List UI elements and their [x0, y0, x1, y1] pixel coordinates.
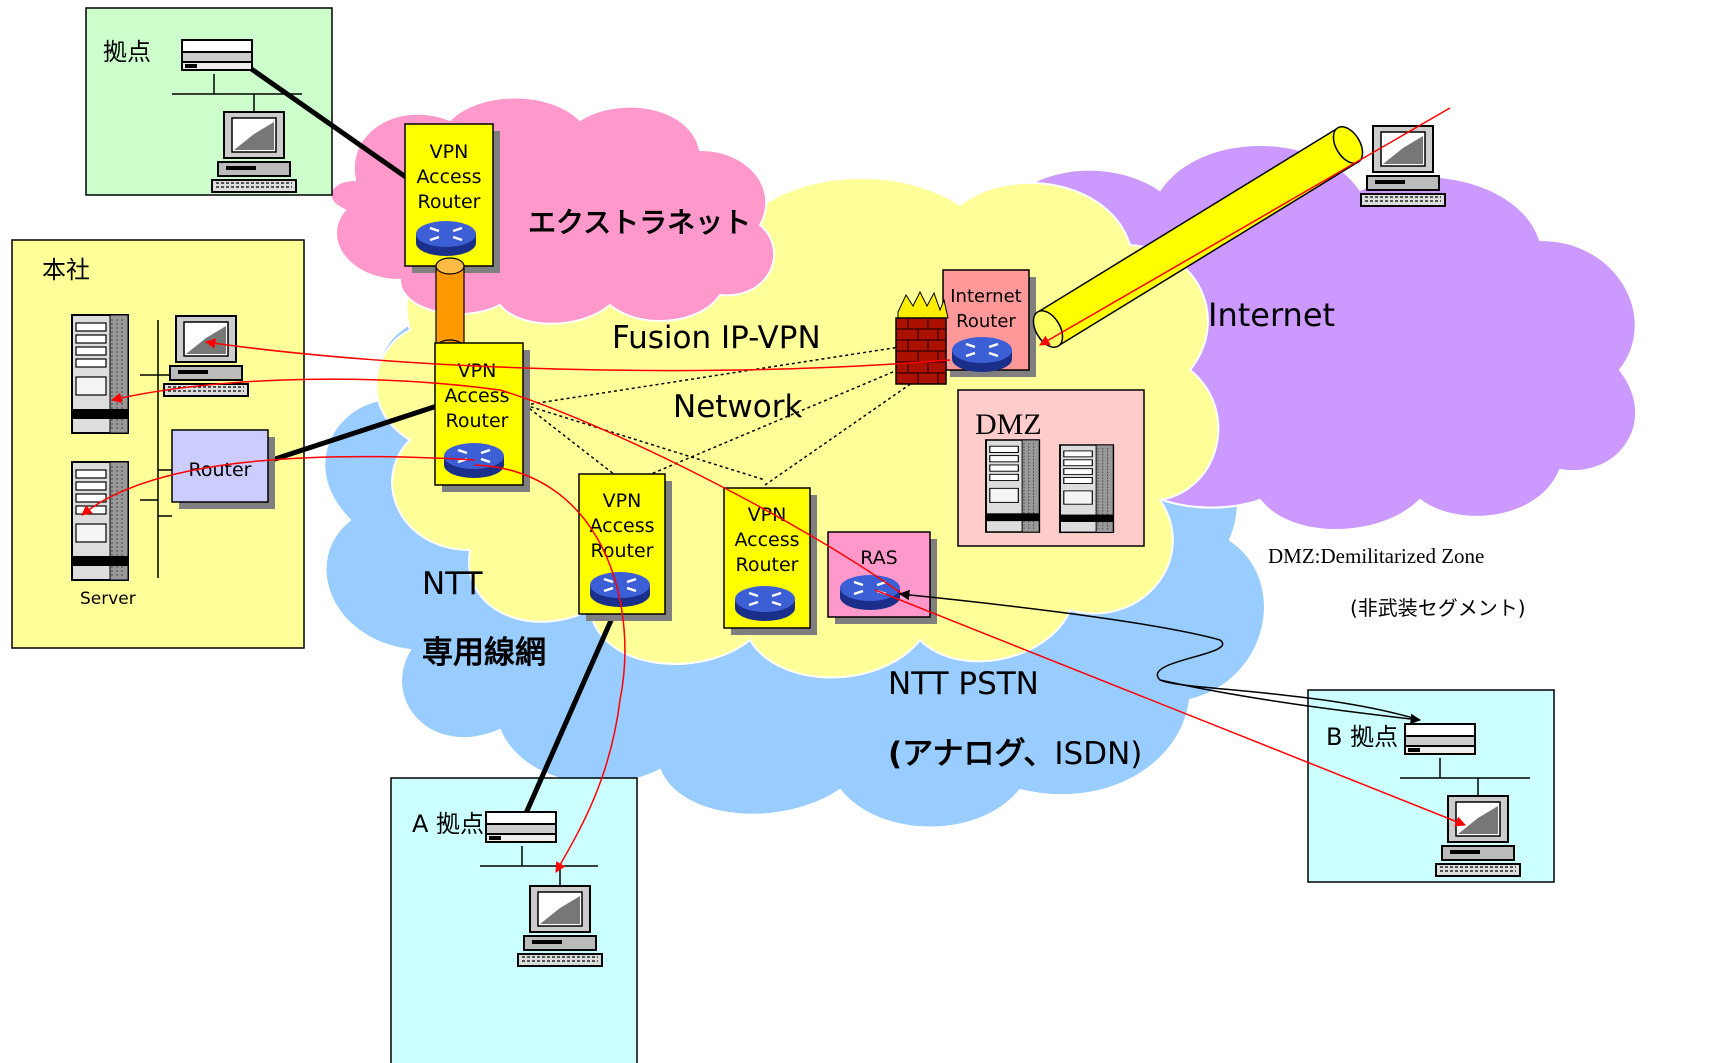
pc-site-b — [1435, 795, 1521, 877]
svg-text:Router: Router — [446, 410, 509, 432]
dmz-definition: DMZ:Demilitarized Zone — [1268, 544, 1484, 568]
server-dmz-2 — [1059, 444, 1115, 534]
server-honsha-2 — [71, 461, 129, 581]
svg-text:Access: Access — [734, 529, 799, 551]
pc-site-top — [211, 111, 297, 193]
modem-site-b — [1404, 723, 1476, 755]
svg-text:Router: Router — [189, 459, 252, 481]
dmz-japanese: (非武装セグメント) — [1350, 596, 1526, 620]
vpn-router-ntt: VPN Access Router — [578, 473, 672, 621]
ras-box: RAS — [827, 531, 937, 624]
fusion-label-2: Network — [673, 389, 802, 425]
internet-label: Internet — [1208, 296, 1335, 334]
site-b-box — [1307, 689, 1555, 883]
svg-text:VPN: VPN — [748, 504, 787, 526]
dmz-label: DMZ — [975, 408, 1042, 441]
ntt-leased-label: 専用線網 — [422, 635, 546, 671]
server-dmz-1 — [985, 439, 1041, 533]
site-a-label: A 拠点 — [412, 810, 484, 838]
server-label: Server — [80, 589, 136, 609]
pc-site-a — [517, 885, 603, 967]
leased-line-links — [248, 65, 623, 822]
firewall-icon — [895, 290, 949, 385]
dialup-link — [898, 589, 1422, 725]
svg-text:Access: Access — [589, 515, 654, 537]
site-b-label: B 拠点 — [1326, 723, 1398, 751]
svg-text:Internet: Internet — [950, 286, 1021, 307]
extranet-tunnel — [435, 257, 465, 357]
fusion-label-1: Fusion IP-VPN — [612, 320, 821, 356]
modem-site-top — [181, 39, 253, 71]
pc-honsha — [163, 315, 249, 397]
svg-text:Access: Access — [444, 385, 509, 407]
svg-text:VPN: VPN — [458, 360, 497, 382]
svg-text:Router: Router — [418, 191, 481, 213]
site-top-label: 拠点 — [103, 38, 151, 66]
vpn-router-pstn: VPN Access Router — [723, 487, 817, 635]
svg-text:Access: Access — [416, 166, 481, 188]
ntt-label: NTT — [422, 566, 484, 602]
svg-text:RAS: RAS — [860, 547, 898, 569]
server-honsha-1 — [71, 314, 129, 434]
pstn-label-1: NTT PSTN — [888, 666, 1039, 702]
pstn-label-2: (アナログ、ISDN) — [888, 736, 1142, 772]
svg-text:VPN: VPN — [603, 490, 642, 512]
honsha-router: Router — [171, 429, 275, 509]
internet-router: Internet Router — [942, 269, 1036, 377]
svg-text:VPN: VPN — [430, 141, 469, 163]
vpn-router-extranet: VPN Access Router — [404, 123, 500, 273]
pc-internet — [1360, 125, 1446, 207]
extranet-label: エクストラネット — [528, 206, 751, 239]
svg-text:Router: Router — [736, 554, 799, 576]
honsha-label: 本社 — [42, 256, 90, 284]
vpn-router-main: VPN Access Router — [434, 342, 530, 492]
traffic-flows — [81, 107, 1466, 873]
svg-text:Router: Router — [956, 311, 1016, 332]
modem-site-a — [485, 811, 557, 843]
